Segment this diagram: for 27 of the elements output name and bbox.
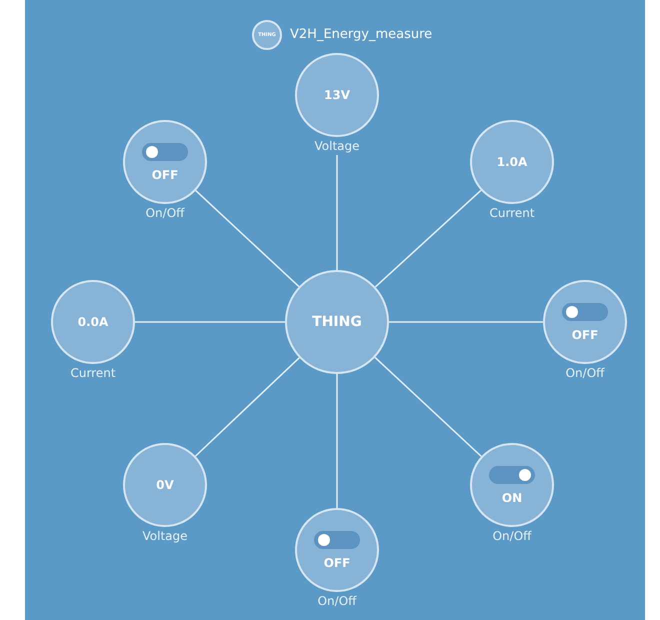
node-caption: Voltage — [142, 529, 188, 543]
connector-line — [336, 155, 338, 270]
node-value: OFF — [152, 169, 178, 181]
node-value: OFF — [572, 329, 598, 341]
node-caption: Current — [70, 366, 116, 380]
node-value: 1.0A — [496, 156, 528, 168]
node-caption: On/Off — [146, 206, 184, 220]
connector-line — [336, 374, 338, 508]
connector-line — [374, 356, 482, 457]
node-caption: On/Off — [318, 594, 356, 608]
connector-line — [195, 190, 300, 288]
node-caption: On/Off — [492, 529, 532, 543]
connector-line — [389, 321, 543, 323]
node-value: 0V — [156, 479, 174, 491]
node-caption: Voltage — [314, 139, 360, 153]
connector-line — [135, 321, 285, 323]
node-value: ON — [502, 492, 522, 504]
node-value: THING — [312, 315, 362, 329]
diagram-title: V2H_Energy_measure — [290, 27, 432, 42]
node-value: 0.0A — [78, 316, 108, 328]
node-caption: Current — [489, 206, 535, 220]
node-value: 13V — [324, 89, 350, 101]
thing-icon-circle — [252, 20, 282, 50]
node-value: OFF — [324, 557, 350, 569]
connector-line — [374, 190, 482, 288]
node-caption: On/Off — [566, 366, 604, 380]
connector-line — [194, 357, 300, 457]
